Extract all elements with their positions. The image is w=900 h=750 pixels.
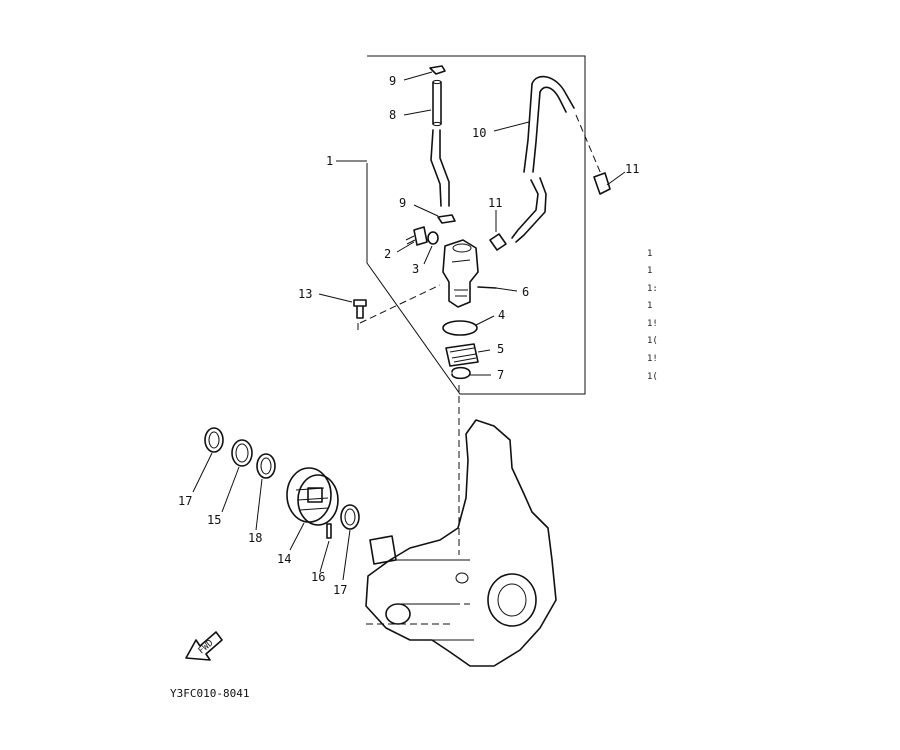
list-entry-2: 1 — [647, 266, 652, 276]
callout-2: 2 — [384, 247, 391, 261]
part-17-ring-right — [340, 504, 360, 581]
list-entry-8: 1( — [647, 372, 658, 382]
part-11-cap-left — [489, 210, 507, 251]
callout-8: 8 — [389, 108, 396, 122]
crankcase-cover — [365, 419, 557, 667]
part-8-hose — [403, 79, 450, 207]
callout-6: 6 — [522, 285, 529, 299]
callout-3: 3 — [412, 262, 419, 276]
callout-14: 14 — [277, 552, 291, 566]
parts-list-cropped: 1 1 1: 1 1! 1( 1! 1( — [647, 249, 658, 382]
list-entry-1: 1 — [647, 249, 652, 259]
part-2-bolt — [396, 226, 428, 253]
list-entry-4: 1 — [647, 301, 652, 311]
assembly-group-outline — [366, 55, 586, 395]
list-entry-7: 1! — [647, 354, 658, 364]
callout-11-left: 11 — [488, 196, 502, 210]
list-entry-5: 1! — [647, 319, 658, 329]
callout-17-right: 17 — [333, 583, 347, 597]
callout-18: 18 — [248, 531, 262, 545]
list-entry-6: 1( — [647, 336, 658, 346]
callout-7: 7 — [497, 368, 504, 382]
part-15-ring — [221, 439, 253, 513]
callout-16: 16 — [311, 570, 325, 584]
part-9-clip-top — [403, 65, 446, 81]
part-4-o-ring — [442, 315, 495, 336]
callout-10: 10 — [472, 126, 486, 140]
fwd-arrow-label: FWD — [197, 638, 216, 656]
part-6-pin — [477, 286, 518, 292]
part-17-ring-left — [192, 427, 224, 493]
drawing-code: Y3FC010-8041 — [170, 687, 249, 700]
callout-4: 4 — [498, 308, 505, 322]
fwd-arrow-icon: FWD — [185, 631, 223, 661]
callout-5: 5 — [497, 342, 504, 356]
part-10-breather-hose — [493, 75, 602, 243]
part-5-gear — [445, 343, 491, 367]
part-7-circlip — [451, 366, 491, 380]
callout-13: 13 — [298, 287, 312, 301]
pump-body — [442, 239, 479, 308]
list-entry-3: 1: — [647, 284, 658, 294]
callout-9-top: 9 — [389, 74, 396, 88]
callout-17-left: 17 — [178, 494, 192, 508]
callout-15: 15 — [207, 513, 221, 527]
part-14-pulley — [286, 467, 339, 551]
callout-11-right: 11 — [625, 162, 639, 176]
part-16-pin — [319, 523, 332, 573]
part-9-clip-lower — [413, 204, 456, 224]
part-11-cap-right — [593, 171, 626, 195]
part-18-ring — [255, 453, 276, 531]
part-13-screw — [318, 284, 441, 330]
part-3-washer — [423, 231, 439, 265]
callout-9-lower: 9 — [399, 196, 406, 210]
callout-1: 1 — [326, 154, 333, 168]
